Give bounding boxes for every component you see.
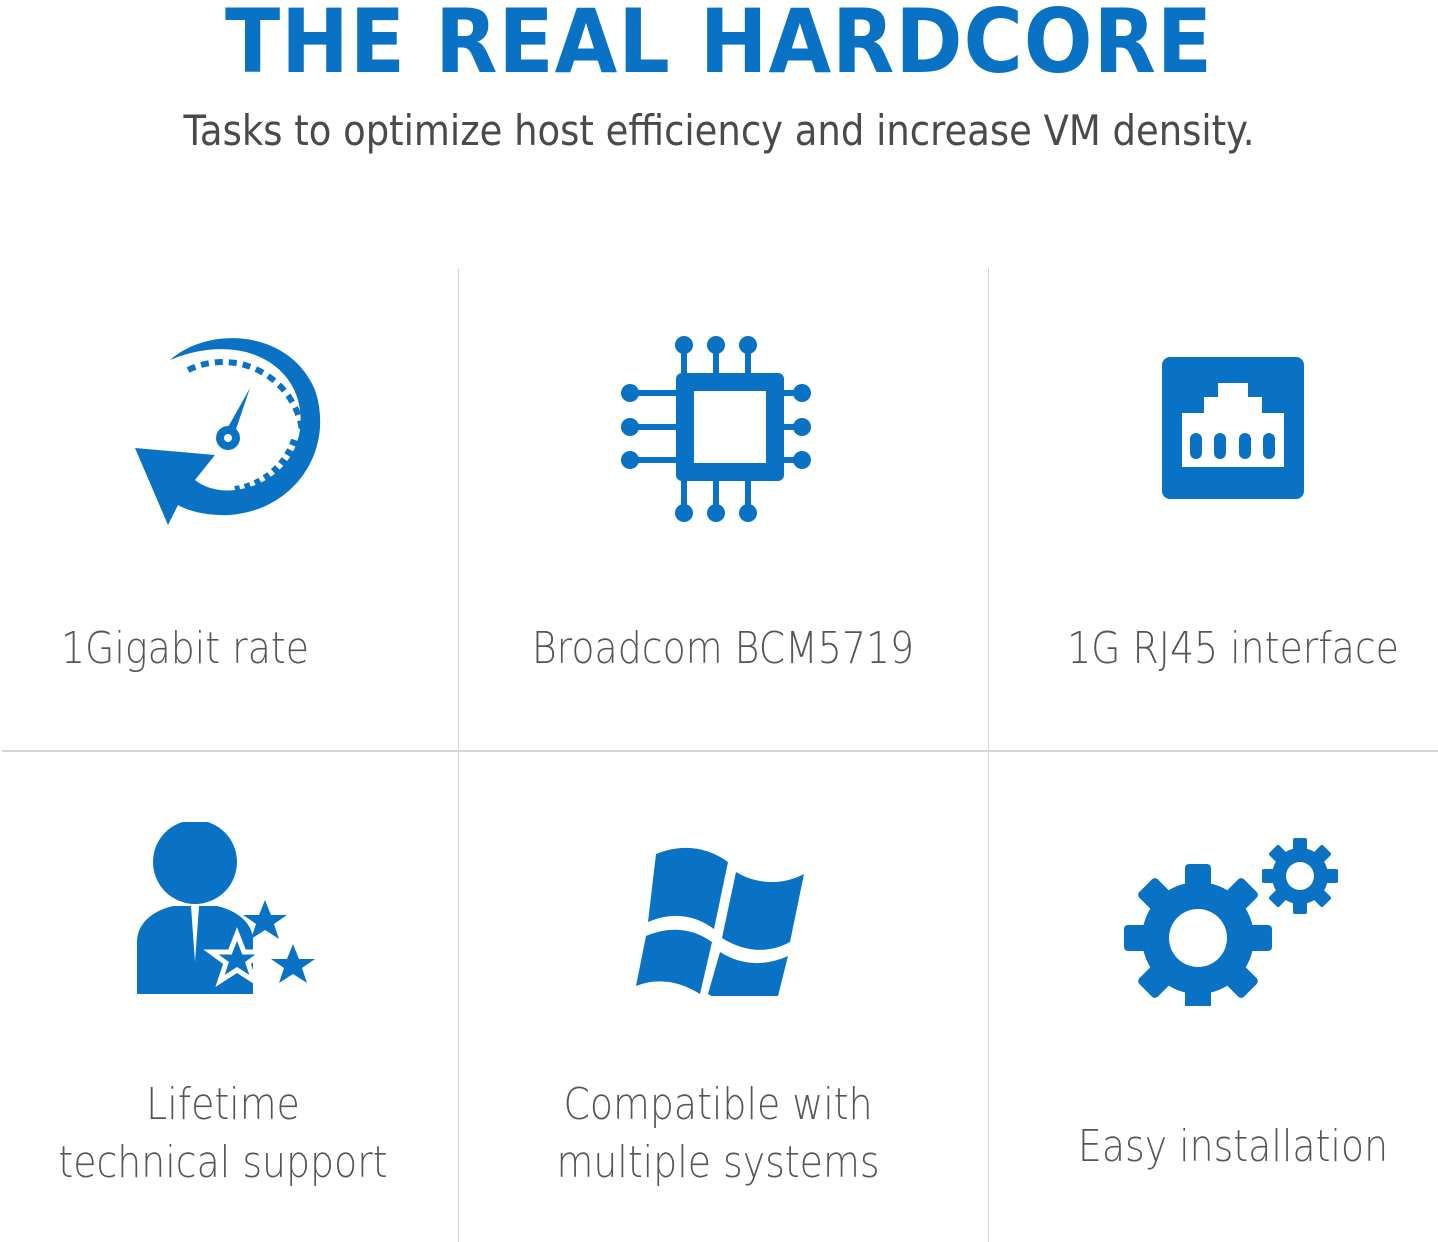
feature-card-chipset: Broadcom BCM5719: [458, 268, 988, 750]
grid-divider: [988, 268, 989, 1242]
feature-card-support: Lifetime technical support: [0, 752, 458, 1242]
support-person-stars-icon: [137, 822, 315, 994]
feature-label: 1G RJ45 interface: [1067, 623, 1399, 674]
feature-card-gigabit: 1Gigabit rate: [0, 268, 458, 750]
feature-card-rj45: 1G RJ45 interface: [988, 268, 1438, 750]
feature-card-compatibility: Compatible with multiple systems: [458, 752, 988, 1242]
page-title: THE REAL HARDCORE: [224, 0, 1214, 93]
feature-label: Compatible with multiple systems: [494, 1076, 941, 1192]
grid-divider: [2, 750, 1438, 752]
page-subtitle: Tasks to optimize host efficiency and in…: [183, 106, 1255, 155]
grid-divider: [458, 268, 459, 1242]
speedometer-icon: [135, 338, 321, 525]
feature-card-installation: Easy installation: [988, 752, 1438, 1242]
feature-label: 1Gigabit rate: [60, 623, 310, 674]
windows-logo-icon: [636, 847, 804, 996]
feature-label: Easy installation: [1077, 1121, 1389, 1172]
feature-label: Lifetime technical support: [31, 1076, 415, 1192]
chip-icon: [621, 336, 811, 522]
feature-label-line: multiple systems: [556, 1137, 880, 1188]
gears-icon: [1124, 838, 1338, 1006]
feature-label: Broadcom BCM5719: [531, 623, 915, 674]
feature-label-line: technical support: [58, 1137, 388, 1188]
feature-label-line: Compatible with: [563, 1079, 873, 1130]
feature-label-line: Lifetime: [146, 1079, 300, 1130]
rj45-port-icon: [1162, 357, 1304, 499]
